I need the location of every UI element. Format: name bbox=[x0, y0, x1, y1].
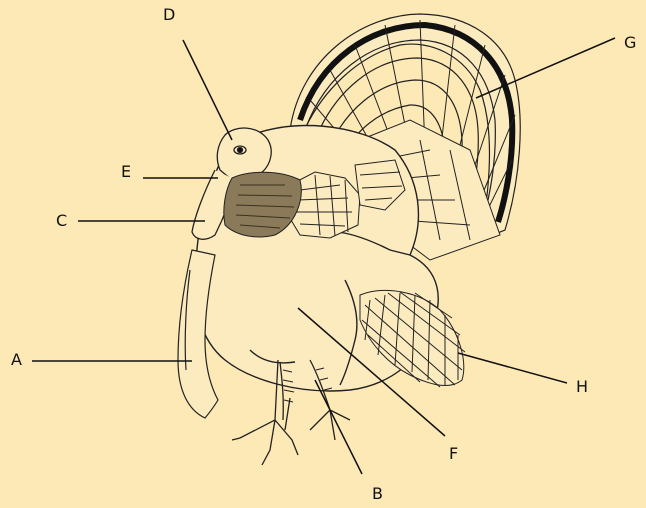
label-G: G bbox=[624, 35, 636, 51]
label-F: F bbox=[449, 446, 458, 462]
label-E: E bbox=[121, 164, 131, 180]
label-H: H bbox=[576, 379, 588, 395]
label-A: A bbox=[11, 352, 22, 368]
label-C: C bbox=[56, 213, 67, 229]
label-D: D bbox=[163, 7, 175, 23]
label-B: B bbox=[372, 486, 383, 502]
